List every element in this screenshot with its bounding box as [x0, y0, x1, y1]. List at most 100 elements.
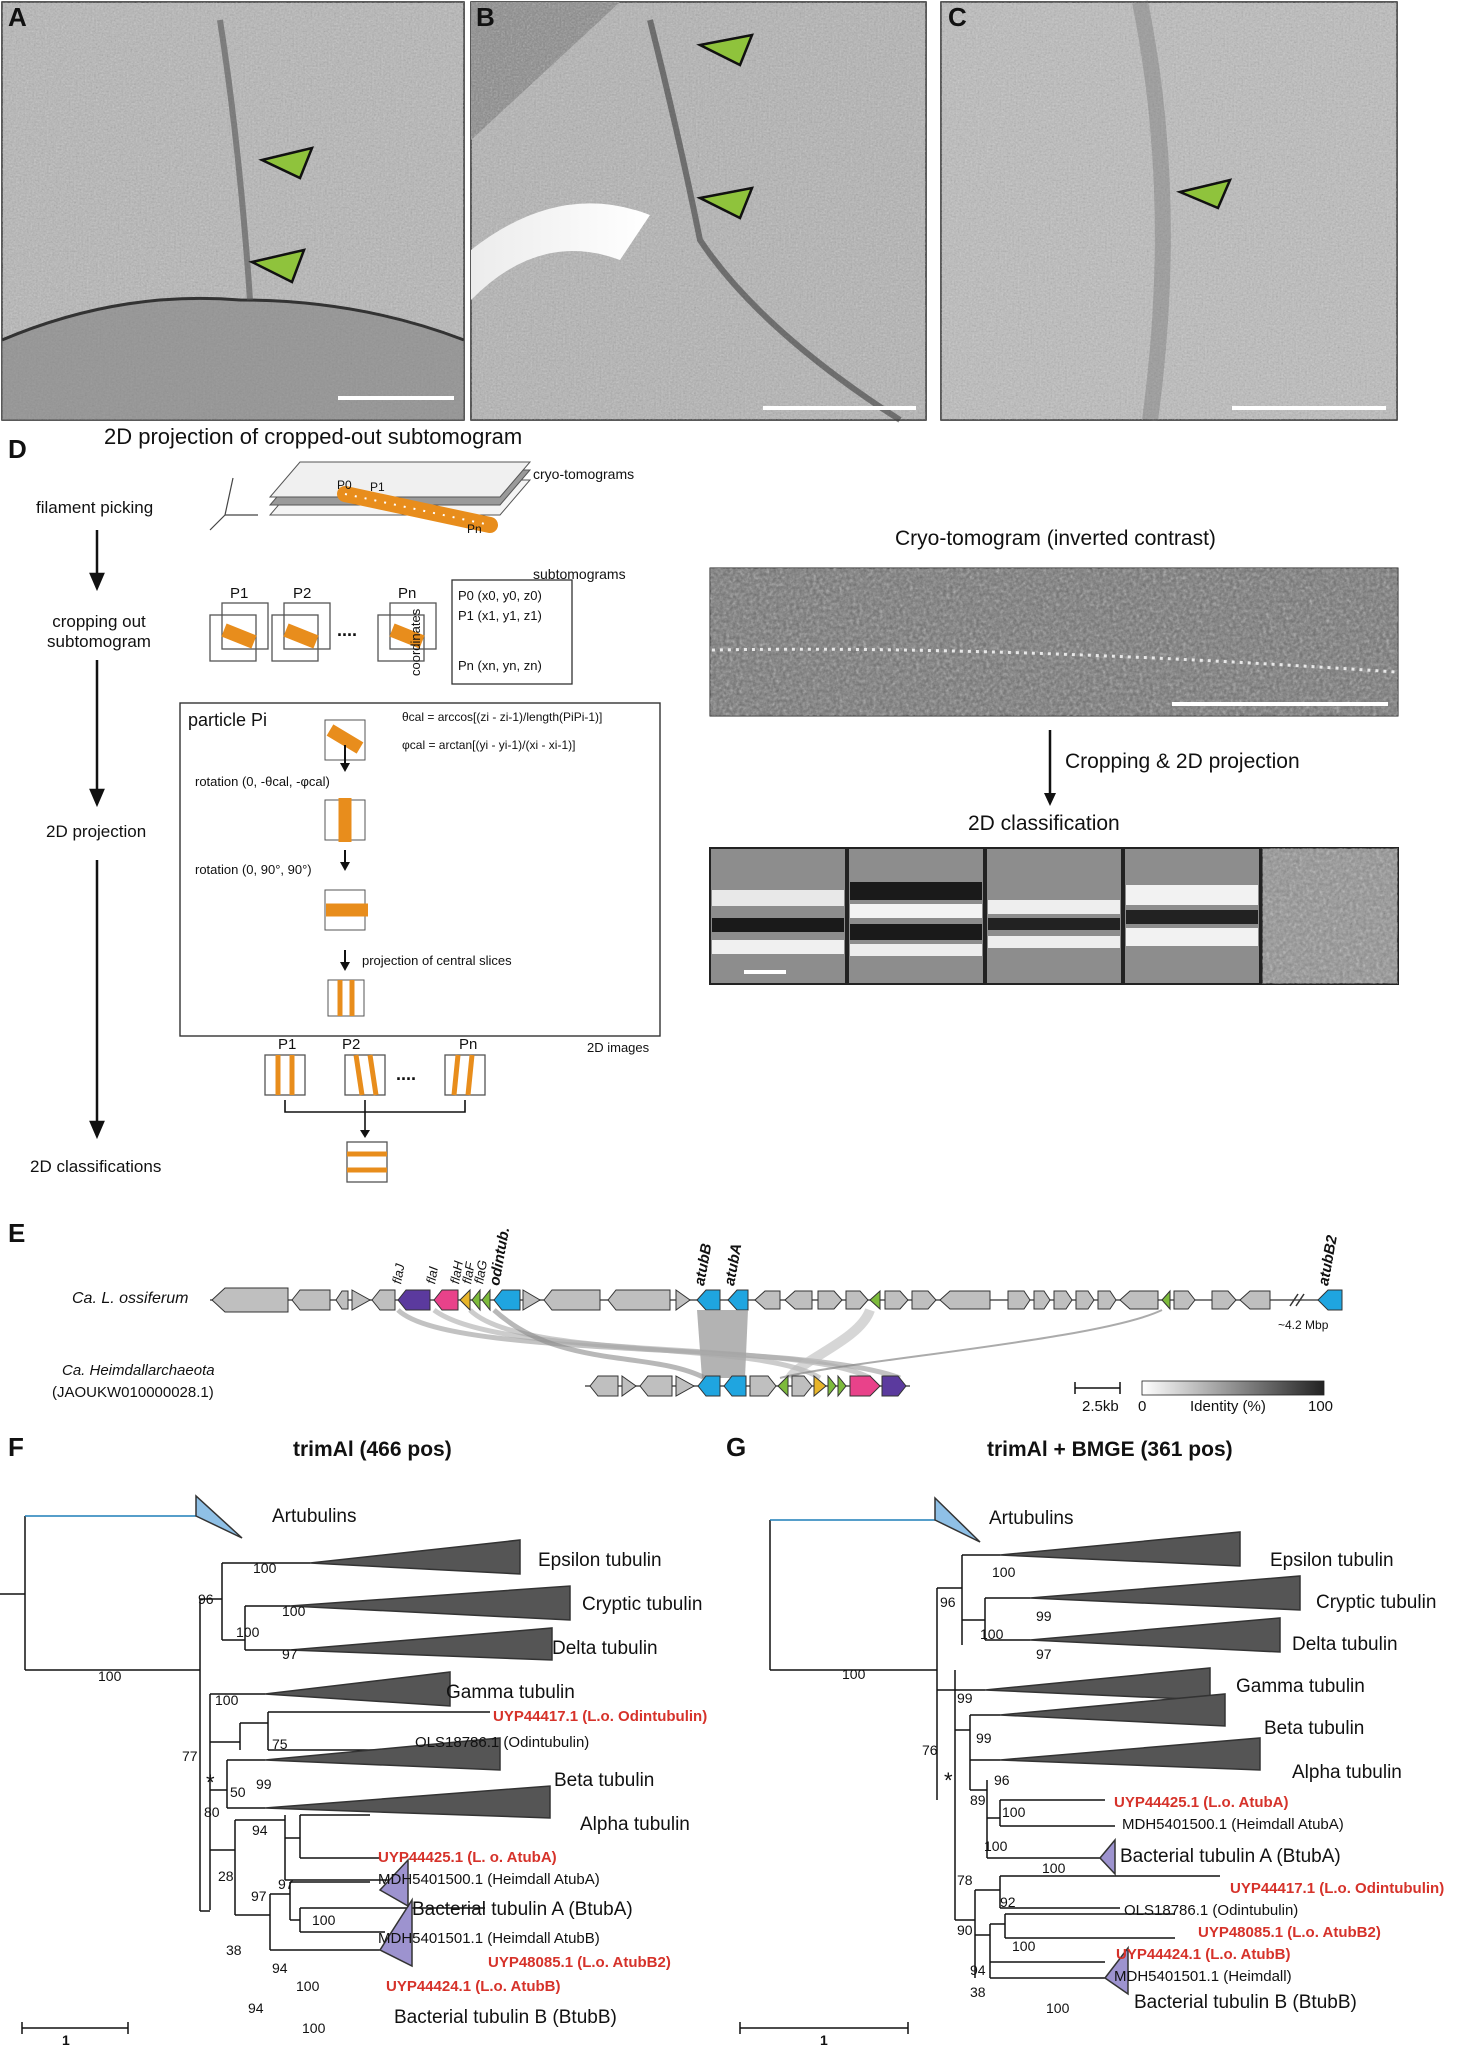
f-clade-cryptic: Cryptic tubulin: [582, 1594, 703, 1615]
f-support: 100: [312, 1912, 336, 1928]
f-support: 94: [272, 1960, 288, 1976]
f-leaf-heimdall-atubA: MDH5401500.1 (Heimdall AtubA): [378, 1871, 600, 1888]
distance-label: ~4.2 Mbp: [1278, 1318, 1329, 1332]
g-leaf-heimdall-atubA: MDH5401500.1 (Heimdall AtubA): [1122, 1816, 1344, 1833]
tree-f-title: trimAl (466 pos): [293, 1438, 452, 1461]
f-clade-btubB: Bacterial tubulin B (BtubB): [394, 2007, 617, 2028]
g-support: 92: [1000, 1894, 1016, 1910]
f-support: 100: [282, 1603, 306, 1619]
g-clade-delta: Delta tubulin: [1292, 1634, 1398, 1655]
top-caption: 2D projection of cropped-out subtomogram: [104, 424, 523, 449]
label-cropping: Cropping & 2D projection: [1065, 750, 1300, 773]
f-support: 97: [282, 1646, 298, 1662]
g-support: 100: [1002, 1804, 1026, 1820]
identity-min: 0: [1138, 1398, 1147, 1415]
g-support: 96: [994, 1772, 1010, 1788]
label-particle: particle Pi: [188, 710, 268, 730]
g-leaf-odintubulin: OLS18786.1 (Odintubulin): [1124, 1902, 1299, 1919]
cryo-tomogram-image: [709, 567, 1399, 806]
g-support: 100: [984, 1838, 1008, 1854]
f-support: 94: [248, 2000, 264, 2016]
gene-map: [210, 1287, 1343, 1398]
g-leaf-heimdall: MDH5401501.1 (Heimdall): [1114, 1968, 1292, 1985]
panel-label-a: A: [8, 2, 27, 32]
image-label-pn: Pn: [459, 1036, 478, 1053]
f-scale-label: 1: [62, 2032, 70, 2048]
panel-label-c: C: [948, 2, 967, 32]
f-clade-alpha: Alpha tubulin: [580, 1814, 690, 1835]
f-support: 28: [218, 1868, 234, 1884]
label-projection-slices: projection of central slices: [362, 953, 512, 968]
image-label-p1: P1: [278, 1036, 297, 1053]
coord-line-n: Pn (xn, yn, zn): [458, 658, 542, 673]
image-label-p2: P2: [342, 1036, 361, 1053]
f-support: 99: [256, 1776, 272, 1792]
f-leaf-lo-atubB: UYP44424.1 (L.o. AtubB): [386, 1978, 561, 1995]
g-clade-btubB: Bacterial tubulin B (BtubB): [1134, 1992, 1357, 2013]
g-support: 100: [1046, 2000, 1070, 2016]
label-coordinates: coordinates: [408, 608, 423, 676]
g-clade-artubulins: Artubulins: [989, 1508, 1074, 1529]
f-support: 100: [253, 1560, 277, 1576]
label-rotation-2: rotation (0, 90°, 90°): [195, 862, 312, 877]
tree-g-title: trimAl + BMGE (361 pos): [987, 1438, 1233, 1461]
organism-2: Ca. Heimdallarchaeota: [62, 1362, 215, 1379]
step-projection: 2D projection: [46, 822, 147, 841]
tree-g: [739, 1496, 1301, 2034]
g-support: 78: [957, 1872, 973, 1888]
pick-label-p1: P1: [370, 480, 385, 494]
f-clade-epsilon: Epsilon tubulin: [538, 1550, 662, 1571]
f-clade-artubulins: Artubulins: [272, 1506, 357, 1527]
micrograph-b: [470, 1, 927, 423]
g-support: 99: [976, 1730, 992, 1746]
f-support: 77: [182, 1748, 198, 1764]
cube-dots: ....: [337, 620, 358, 640]
g-support: 100: [980, 1626, 1004, 1642]
f-support: 97: [251, 1888, 267, 1904]
projection-images: [264, 1054, 486, 1183]
f-support: 100: [98, 1668, 122, 1684]
pick-label-pn: Pn: [467, 522, 482, 536]
f-leaf-lo-odintubulin: UYP44417.1 (L.o. Odintubulin): [493, 1708, 708, 1725]
f-support: 94: [252, 1822, 268, 1838]
step-picking: filament picking: [36, 498, 154, 517]
g-leaf-lo-atubA: UYP44425.1 (L.o. AtubA): [1114, 1794, 1289, 1811]
f-support: 100: [215, 1692, 239, 1708]
label-rotation-1: rotation (0, -θcal, -φcal): [195, 774, 330, 789]
panel-label-d: D: [8, 434, 27, 464]
g-clade-alpha: Alpha tubulin: [1292, 1762, 1402, 1783]
coord-line-0: P0 (x0, y0, z0): [458, 588, 542, 603]
g-support: 100: [1042, 1860, 1066, 1876]
cryo-title: Cryo-tomogram (inverted contrast): [895, 527, 1216, 550]
tomogram-stack: [209, 461, 532, 533]
coord-line-1: P1 (x1, y1, z1): [458, 608, 542, 623]
theta-equation: θcal = arccos[(zi - zi-1)/length(PiPi-1)…: [402, 710, 603, 724]
g-support: 99: [957, 1690, 973, 1706]
f-clade-btubA: Bacterial tubulin A (BtubA): [412, 1899, 633, 1920]
image-dots: ....: [396, 1064, 417, 1084]
f-leaf-odintubulin: OLS18786.1 (Odintubulin): [415, 1734, 590, 1751]
g-support: 89: [970, 1792, 986, 1808]
micrograph-c: [940, 0, 1398, 422]
f-support: 97: [278, 1876, 294, 1892]
g-star: *: [944, 1768, 953, 1793]
pick-label-p0: P0: [337, 478, 352, 492]
g-support: 97: [1036, 1646, 1052, 1662]
g-clade-gamma: Gamma tubulin: [1236, 1676, 1365, 1697]
f-support: 100: [302, 2020, 326, 2036]
panel-label-e: E: [8, 1218, 26, 1248]
g-support: 90: [957, 1922, 973, 1938]
g-leaf-lo-atubB2: UYP48085.1 (L.o. AtubB2): [1198, 1924, 1381, 1941]
f-leaf-heimdall-atubB: MDH5401501.1 (Heimdall AtubB): [378, 1930, 600, 1947]
class-averages: [709, 847, 1399, 985]
organism-2-accession: (JAOUKW010000028.1): [52, 1384, 214, 1401]
g-leaf-lo-odintubulin: UYP44417.1 (L.o. Odintubulin): [1230, 1880, 1445, 1897]
f-support: 75: [272, 1736, 288, 1752]
f-support: 100: [236, 1624, 260, 1640]
f-support: 50: [230, 1784, 246, 1800]
phi-equation: φcal = arctan[(yi - yi-1)/(xi - xi-1)]: [402, 738, 576, 752]
cube-label-p1: P1: [230, 585, 249, 602]
g-support: 100: [1012, 1938, 1036, 1954]
g-support: 76: [922, 1742, 938, 1758]
label-2d-classification: 2D classification: [968, 812, 1120, 835]
